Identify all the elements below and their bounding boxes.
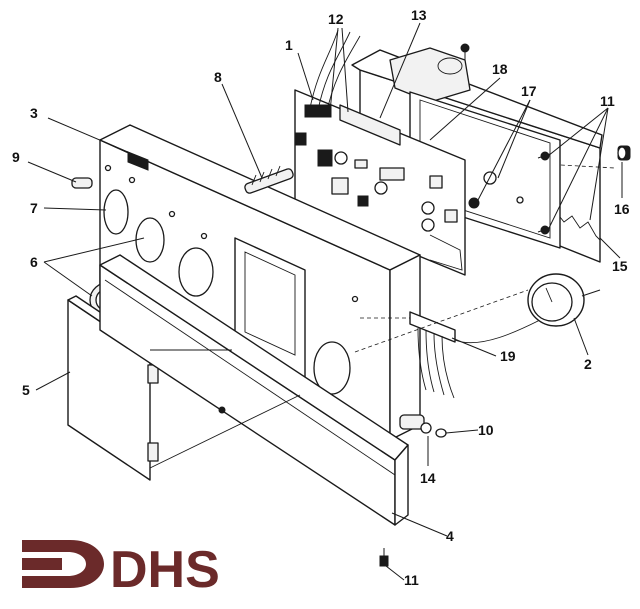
thermostat-gauge [527,273,601,327]
callout-8: 8 [214,69,222,85]
callout-16: 16 [614,201,630,217]
callout-3: 3 [30,105,38,121]
circuit-board [294,89,480,276]
callout-13: 13 [411,7,427,23]
indicator-lamp [399,414,447,438]
callout-labels: 1 2 3 4 5 6 7 8 9 10 11 11 12 13 14 15 1… [12,7,630,588]
callout-10: 10 [478,422,494,438]
logo-text: DHS [110,541,220,599]
callout-15: 15 [612,258,628,274]
callout-6: 6 [30,254,38,270]
logo-mark-icon [22,540,104,588]
knob-16 [617,145,631,161]
callout-11-bottom: 11 [404,572,419,588]
bottom-screw [379,548,389,567]
callout-12: 12 [328,11,344,27]
callout-2: 2 [584,356,592,372]
rear-screws [537,151,551,235]
callout-17: 17 [521,83,537,99]
leader-lines [27,22,623,581]
callout-7: 7 [30,200,38,216]
bottom-trim [99,254,409,526]
dhs-logo: DHS [22,540,220,599]
spring [244,165,294,194]
motor-block [389,43,471,103]
callout-11-top: 11 [600,93,615,109]
small-knob [71,177,93,189]
callout-9: 9 [12,149,20,165]
callout-18: 18 [492,61,508,77]
callout-14: 14 [420,470,436,486]
callout-4: 4 [446,528,454,544]
projection-lines [149,289,529,469]
callout-5: 5 [22,382,30,398]
callout-1: 1 [285,37,293,53]
callout-19: 19 [500,348,516,364]
